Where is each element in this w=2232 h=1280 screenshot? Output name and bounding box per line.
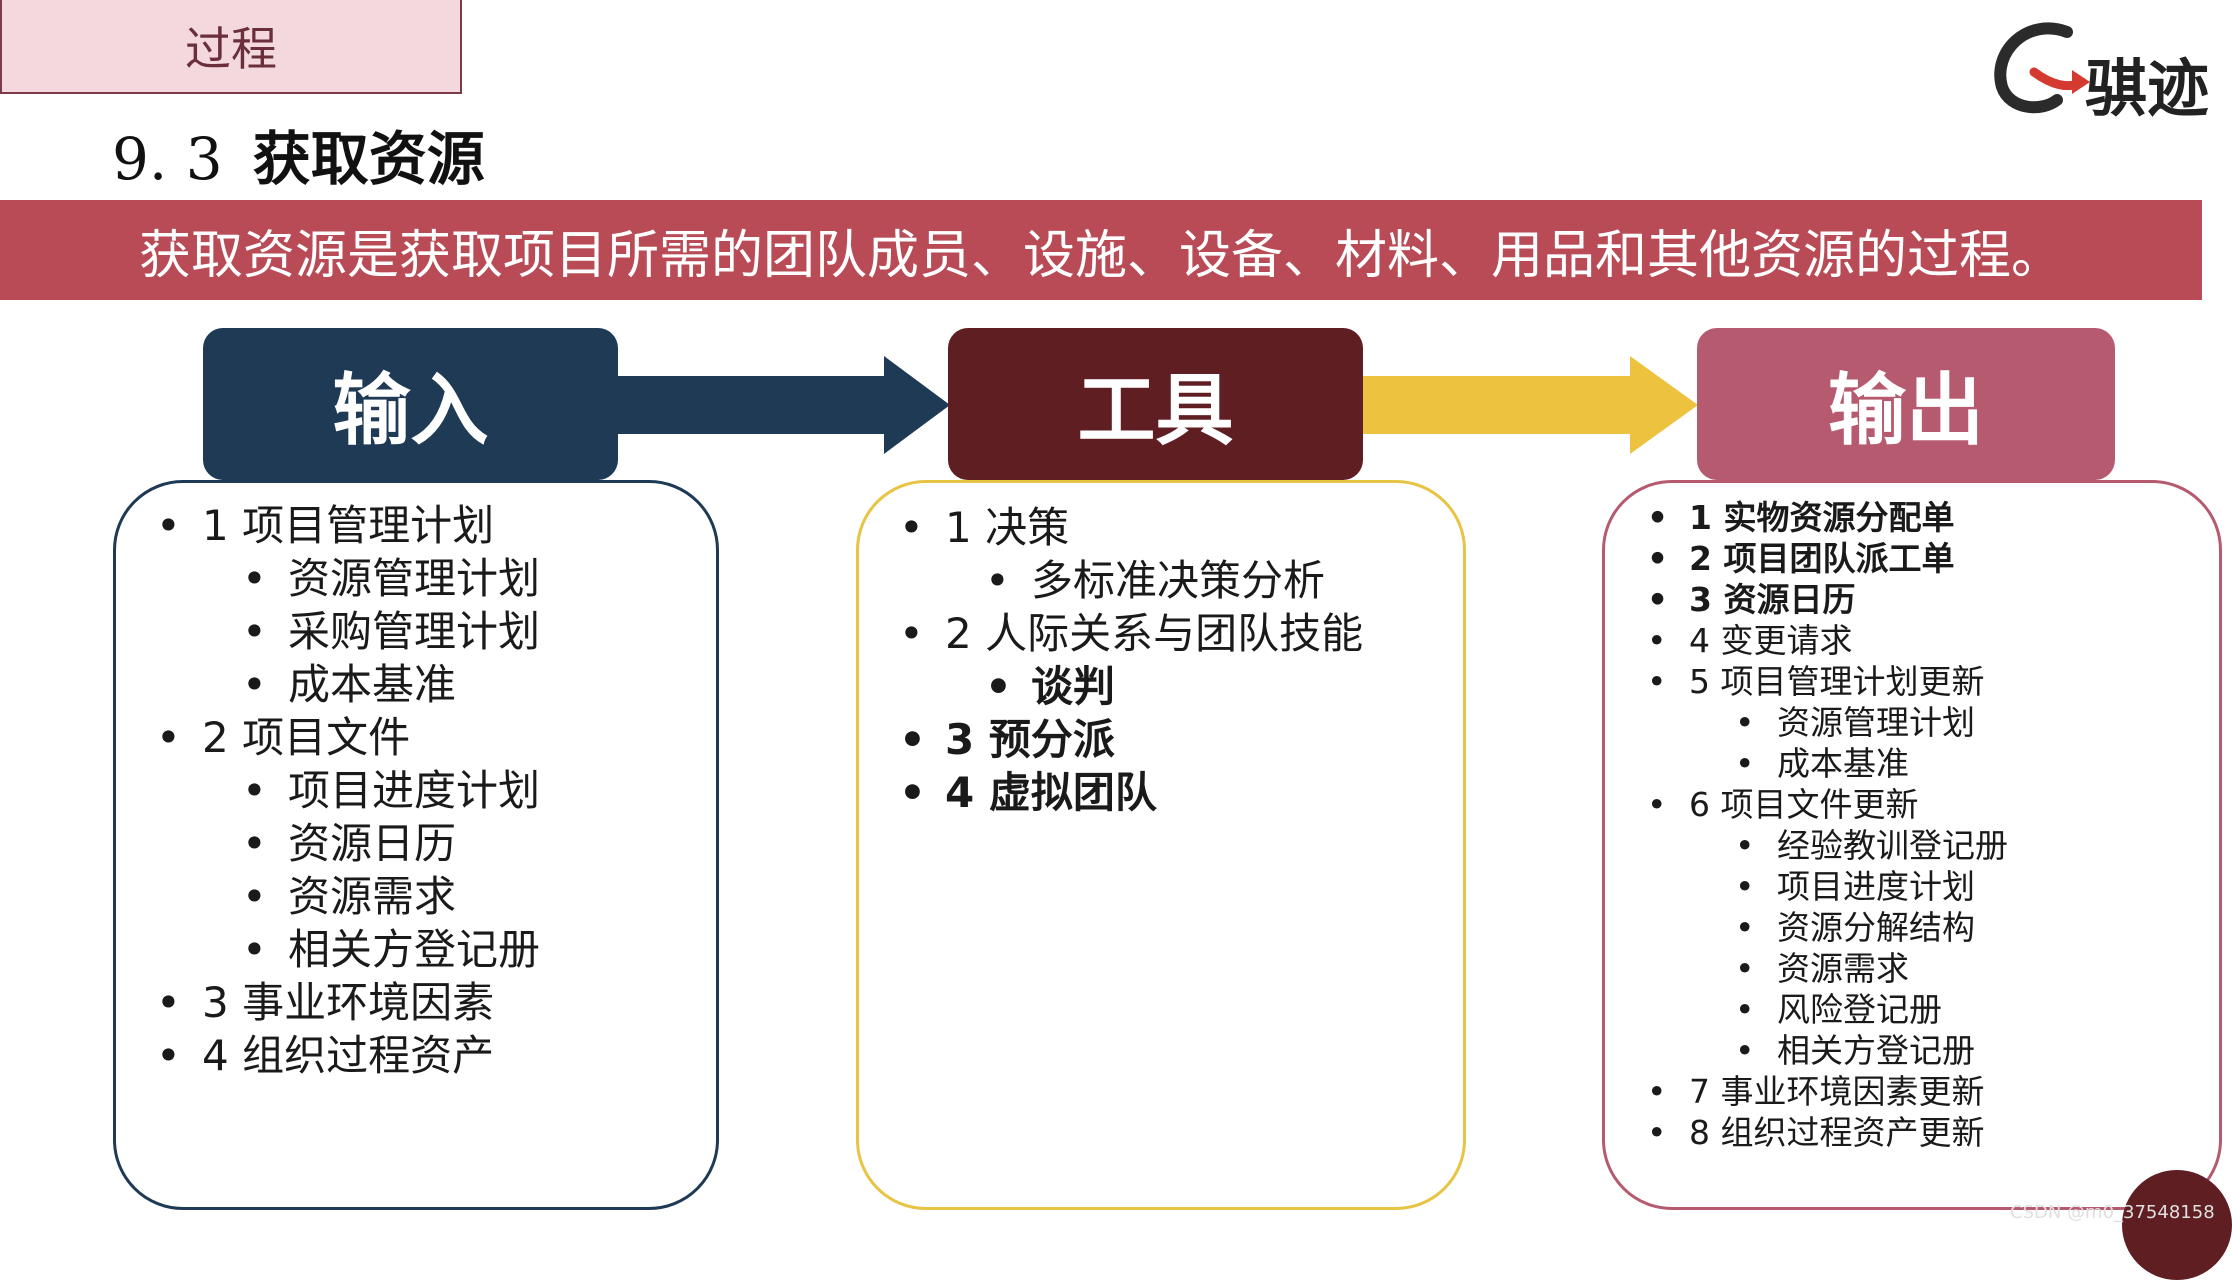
input-list-item: 资源需求 xyxy=(242,870,540,923)
tools-list-item: 3 预分派 xyxy=(899,713,1363,766)
tools-list-item: 1 决策 xyxy=(899,501,1363,554)
input-list: 1 项目管理计划资源管理计划采购管理计划成本基准2 项目文件项目进度计划资源日历… xyxy=(156,499,540,1082)
output-list-item: 资源分解结构 xyxy=(1735,907,2008,948)
logo-icon xyxy=(1994,22,2090,114)
input-list-item: 2 项目文件 xyxy=(156,711,540,764)
tools-list-item: 谈判 xyxy=(985,660,1363,713)
input-to-tools-arrow xyxy=(610,356,950,454)
input-list-item: 成本基准 xyxy=(242,658,540,711)
page-corner-badge xyxy=(2122,1170,2232,1280)
input-header: 输入 xyxy=(203,328,618,480)
title-number: 9. 3 xyxy=(112,125,223,193)
input-list-item: 3 事业环境因素 xyxy=(156,976,540,1029)
section-tab: 过程 xyxy=(0,0,462,94)
tools-list-item: 多标准决策分析 xyxy=(985,554,1363,607)
input-box: 1 项目管理计划资源管理计划采购管理计划成本基准2 项目文件项目进度计划资源日历… xyxy=(113,480,719,1210)
output-header: 输出 xyxy=(1697,328,2115,480)
output-list-item: 资源需求 xyxy=(1735,948,2008,989)
output-list-item: 资源管理计划 xyxy=(1735,702,2008,743)
input-list-item: 1 项目管理计划 xyxy=(156,499,540,552)
watermark: CSDN @m0_37548158 xyxy=(2010,1202,2215,1223)
output-list-item: 8 组织过程资产更新 xyxy=(1647,1112,2008,1153)
title-text: 获取资源 xyxy=(252,125,485,193)
tools-list: 1 决策多标准决策分析2 人际关系与团队技能谈判3 预分派4 虚拟团队 xyxy=(899,501,1363,819)
output-list-item: 经验教训登记册 xyxy=(1735,825,2008,866)
page-title: 9. 3 获取资源 xyxy=(112,112,485,196)
output-list-item: 成本基准 xyxy=(1735,743,2008,784)
input-list-item: 资源日历 xyxy=(242,817,540,870)
input-list-item: 相关方登记册 xyxy=(242,923,540,976)
output-list-item: 相关方登记册 xyxy=(1735,1030,2008,1071)
output-list-item: 2 项目团队派工单 xyxy=(1647,538,2008,579)
tools-list-item: 4 虚拟团队 xyxy=(899,766,1363,819)
logo-text: 骐迹 xyxy=(2085,52,2210,125)
output-list-item: 风险登记册 xyxy=(1735,989,2008,1030)
output-list-item: 6 项目文件更新 xyxy=(1647,784,2008,825)
output-list-item: 7 事业环境因素更新 xyxy=(1647,1071,2008,1112)
tools-to-output-arrow xyxy=(1355,356,1698,454)
output-list-item: 1 实物资源分配单 xyxy=(1647,497,2008,538)
flow-arrows xyxy=(610,356,1698,454)
input-list-item: 4 组织过程资产 xyxy=(156,1029,540,1082)
input-list-item: 采购管理计划 xyxy=(242,605,540,658)
tools-header: 工具 xyxy=(948,328,1363,480)
tools-list-item: 2 人际关系与团队技能 xyxy=(899,607,1363,660)
output-list-item: 项目进度计划 xyxy=(1735,866,2008,907)
output-list-item: 3 资源日历 xyxy=(1647,579,2008,620)
output-box: 1 实物资源分配单2 项目团队派工单3 资源日历4 变更请求5 项目管理计划更新… xyxy=(1602,480,2222,1210)
input-list-item: 资源管理计划 xyxy=(242,552,540,605)
definition-banner: 获取资源是获取项目所需的团队成员、设施、设备、材料、用品和其他资源的过程。 xyxy=(0,200,2202,300)
output-list: 1 实物资源分配单2 项目团队派工单3 资源日历4 变更请求5 项目管理计划更新… xyxy=(1647,497,2008,1153)
output-list-item: 4 变更请求 xyxy=(1647,620,2008,661)
tools-box: 1 决策多标准决策分析2 人际关系与团队技能谈判3 预分派4 虚拟团队 xyxy=(856,480,1466,1210)
input-list-item: 项目进度计划 xyxy=(242,764,540,817)
output-list-item: 5 项目管理计划更新 xyxy=(1647,661,2008,702)
